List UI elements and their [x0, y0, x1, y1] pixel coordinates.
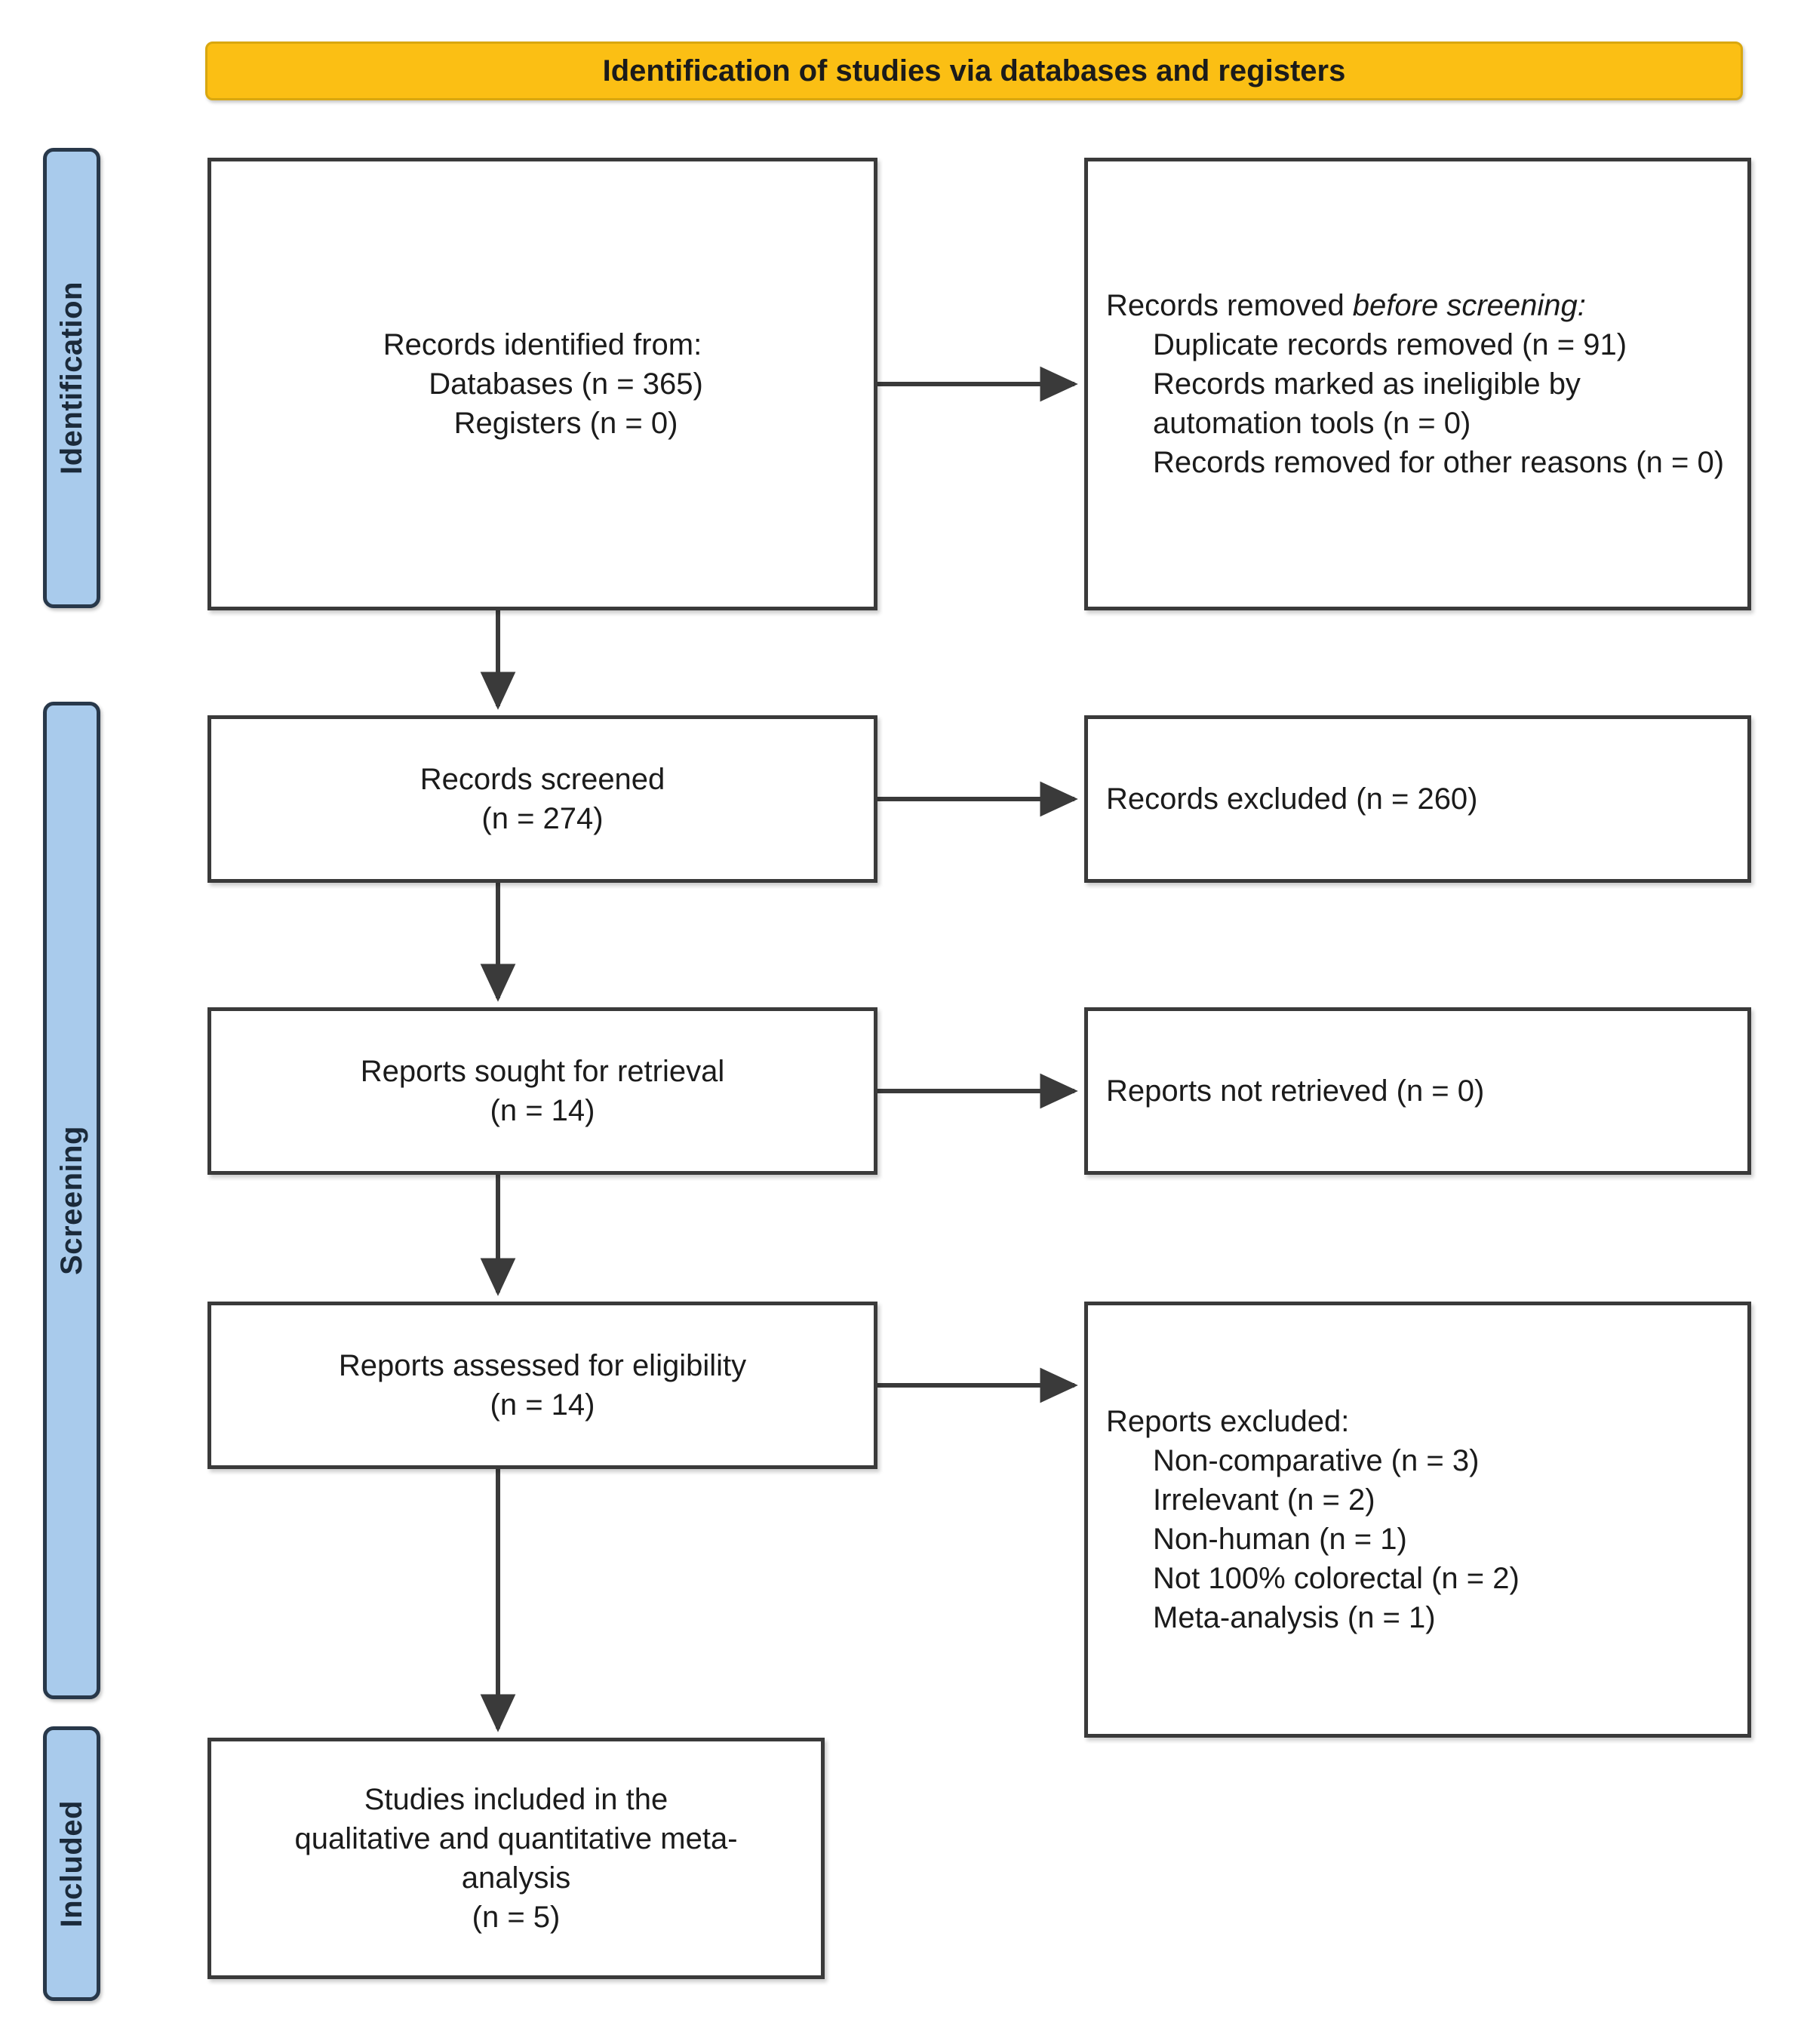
reports-excluded-reason-not-colorectal: Not 100% colorectal (n = 2) [1153, 1562, 1520, 1595]
box-reports-assessed-for-eligibility: Reports assessed for eligibility (n = 14… [207, 1302, 877, 1469]
reports-excluded-reason-non-human: Non-human (n = 1) [1153, 1523, 1407, 1556]
box-records-screened: Records screened (n = 274) [207, 715, 877, 883]
records-identified-registers: Registers (n = 0) [453, 407, 678, 440]
banner-title: Identification of studies via databases … [602, 54, 1346, 88]
box-records-excluded-text: Records excluded (n = 260) [1088, 779, 1747, 819]
box-reports-not-retrieved-text: Reports not retrieved (n = 0) [1088, 1071, 1747, 1111]
box-reports-sought-for-retrieval: Reports sought for retrieval (n = 14) [207, 1007, 877, 1175]
records-identified-databases: Databases (n = 365) [429, 367, 703, 401]
stage-screening-text: Screening [54, 1126, 88, 1275]
box-reports-assessed-text: Reports assessed for eligibility (n = 14… [211, 1346, 874, 1425]
reports-excluded-reason-non-comparative: Non-comparative (n = 3) [1153, 1444, 1480, 1477]
box-records-excluded: Records excluded (n = 260) [1084, 715, 1751, 883]
box-records-identified: Records identified from: Databases (n = … [207, 158, 877, 610]
box-records-removed-before-screening: Records removed before screening: Duplic… [1084, 158, 1751, 610]
removed-before-emphasis: before screening [1352, 289, 1578, 322]
removed-before-automation: Records marked as ineligible by automati… [1153, 367, 1581, 440]
stage-identification-text: Identification [54, 281, 88, 475]
reports-assessed-count: (n = 14) [490, 1388, 595, 1422]
removed-before-colon: : [1577, 289, 1586, 322]
records-screened-count: (n = 274) [481, 802, 604, 835]
reports-assessed-label: Reports assessed for eligibility [338, 1349, 747, 1382]
reports-excluded-reason-meta-analysis: Meta-analysis (n = 1) [1153, 1601, 1436, 1634]
studies-included-line3: analysis [461, 1861, 571, 1895]
removed-before-duplicates: Duplicate records removed (n = 91) [1153, 328, 1627, 361]
box-reports-excluded-text: Reports excluded: Non-comparative (n = 3… [1088, 1402, 1747, 1637]
box-records-removed-text: Records removed before screening: Duplic… [1088, 286, 1747, 482]
records-identified-line1: Records identified from: [383, 328, 702, 361]
studies-included-line1: Studies included in the [364, 1783, 668, 1816]
reports-sought-label: Reports sought for retrieval [360, 1055, 725, 1088]
stage-label-screening: Screening [43, 702, 100, 1699]
box-records-identified-text: Records identified from: Databases (n = … [211, 325, 874, 443]
box-reports-not-retrieved: Reports not retrieved (n = 0) [1084, 1007, 1751, 1175]
stage-label-identification: Identification [43, 148, 100, 608]
studies-included-count: (n = 5) [472, 1901, 561, 1934]
reports-sought-count: (n = 14) [490, 1094, 595, 1127]
reports-excluded-heading: Reports excluded: [1106, 1405, 1350, 1438]
box-reports-excluded: Reports excluded: Non-comparative (n = 3… [1084, 1302, 1751, 1738]
box-reports-sought-text: Reports sought for retrieval (n = 14) [211, 1052, 874, 1130]
records-screened-label: Records screened [419, 763, 665, 796]
removed-before-prefix: Records removed [1106, 289, 1353, 322]
reports-not-retrieved-label: Reports not retrieved (n = 0) [1106, 1074, 1485, 1108]
reports-excluded-reason-irrelevant: Irrelevant (n = 2) [1153, 1483, 1375, 1517]
stage-included-text: Included [54, 1800, 88, 1928]
records-excluded-label: Records excluded (n = 260) [1106, 782, 1478, 816]
box-studies-included-text: Studies included in the qualitative and … [211, 1780, 821, 1937]
box-records-screened-text: Records screened (n = 274) [211, 760, 874, 838]
stage-label-included: Included [43, 1726, 100, 2001]
studies-included-line2: qualitative and quantitative meta- [294, 1822, 738, 1855]
removed-before-other: Records removed for other reasons (n = 0… [1153, 446, 1725, 479]
banner-identification-header: Identification of studies via databases … [205, 41, 1743, 100]
box-studies-included: Studies included in the qualitative and … [207, 1738, 825, 1979]
